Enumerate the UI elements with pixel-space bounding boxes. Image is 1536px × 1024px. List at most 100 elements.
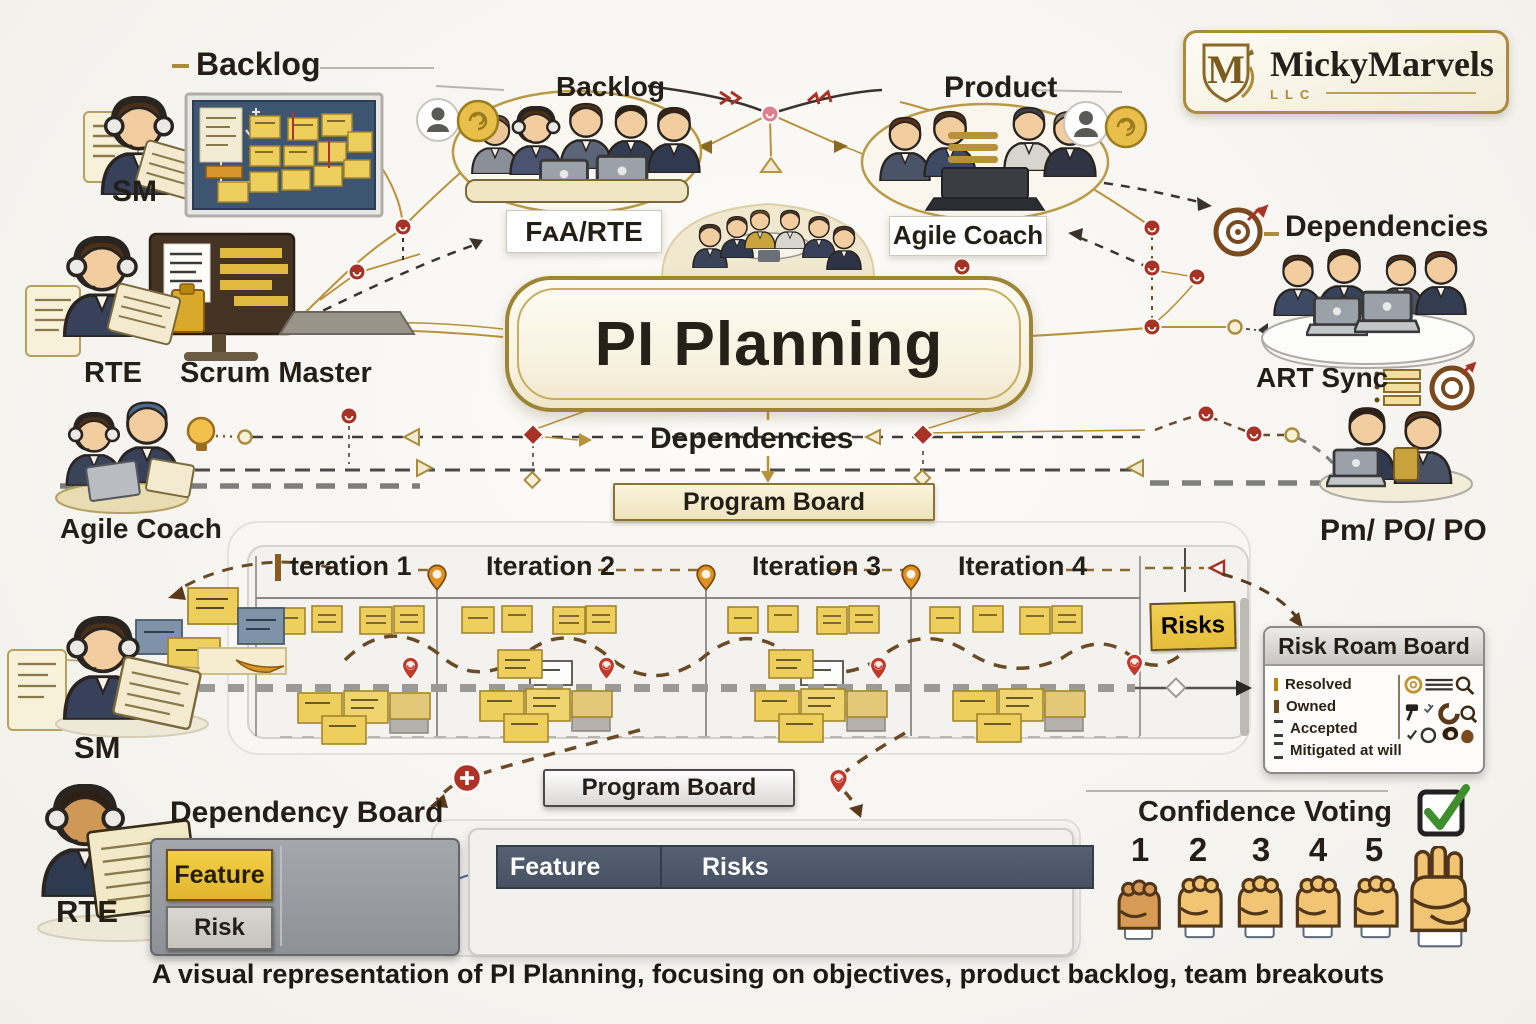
resolved-icon [1274, 677, 1278, 691]
heading-confidence-voting: Confidence Voting [1138, 796, 1393, 828]
vote-number-2: 2 [1188, 831, 1208, 868]
plus-node [451, 762, 483, 794]
confidence-hands [1117, 846, 1471, 948]
target-icon [1429, 361, 1477, 411]
iteration1-bar [275, 554, 281, 581]
arrowhead [1289, 612, 1303, 628]
label-art-sync: ART Sync [1256, 362, 1389, 393]
gold-arrow [834, 140, 848, 153]
vote-number-3: 3 [1251, 831, 1271, 868]
gold-triangle [863, 428, 881, 446]
label-agile-coach-top: Agile Coach [889, 216, 1047, 256]
risk-roam-board-title: Risk Roam Board [1265, 628, 1483, 666]
risk-item-accepted: Accepted [1274, 717, 1396, 739]
red-chevron [719, 90, 743, 106]
iteration-1-label: teration 1 [290, 551, 412, 581]
page-title: PI Planning [594, 309, 944, 379]
program-board-bottom-bar: Program Board [543, 769, 795, 807]
arrowhead [469, 238, 483, 250]
red-diamond-node [910, 422, 936, 447]
panel-risks-strip: Risks [660, 845, 1094, 889]
logo: M MickyMarvels LLC [1183, 30, 1509, 114]
logo-name: MickyMarvels [1270, 43, 1494, 84]
mid-note-pairs [497, 649, 844, 686]
heading-backlog-center: Backlog [556, 71, 665, 102]
depboard-divider [280, 846, 282, 946]
caption: A visual representation of PI Planning, … [151, 959, 1385, 989]
heading-rules [320, 67, 1388, 792]
gold-triangle [759, 156, 783, 173]
gold-arrow [698, 140, 712, 154]
dependency-feature-card: Feature [166, 849, 273, 901]
pm-po-illustration [1319, 406, 1473, 503]
red-chevron [807, 89, 833, 105]
meeting-table-illustration [660, 202, 876, 279]
connector-network-middle [60, 404, 1337, 489]
track-arrowhead [1236, 680, 1252, 696]
track-diamond [1165, 677, 1187, 699]
vote-number-4: 4 [1308, 831, 1328, 868]
backlog-dash [172, 64, 189, 68]
list-icon [1374, 369, 1421, 406]
heading-dependencies-center: Dependencies [650, 422, 854, 455]
bottom-program-panel: Feature Risks [468, 828, 1094, 956]
check-square-icon [1417, 784, 1470, 837]
heading-backlog-left: Backlog [196, 46, 321, 82]
accepted-icon [1274, 719, 1283, 737]
red-triangle [1207, 558, 1226, 578]
heading-dependencies-right: Dependencies [1285, 210, 1489, 243]
risk-roam-list: Resolved Owned Accepted Mitigated at wil… [1274, 673, 1402, 761]
gold-diamond [913, 468, 932, 488]
risk-item-mitigated: Mitigated at will [1274, 739, 1464, 761]
team-breakout-illustration [416, 89, 703, 215]
risk-roam-board: Risk Roam Board Resolved Owned Accepted … [1263, 626, 1485, 774]
heading-product: Product [944, 71, 1058, 104]
scatter-notes [33, 560, 333, 675]
heading-dependency-board: Dependency Board [170, 796, 444, 829]
risk-roam-divider [1398, 675, 1400, 739]
art-sync-icons [1374, 361, 1477, 411]
product-team-illustration [860, 101, 1148, 222]
dependencies-target-icon [1213, 204, 1269, 257]
iteration-3-label: Iteration 3 [752, 551, 882, 581]
vote-number-1: 1 [1130, 831, 1150, 868]
dependency-risk-card: Risk [166, 906, 273, 950]
agile-coach-pair-illustration [55, 401, 216, 514]
gold-triangle [1125, 458, 1144, 478]
dependency-board: Feature Risk [150, 838, 460, 956]
label-scrum-master: Scrum Master [180, 357, 372, 389]
rte-scrum-master-illustration [25, 232, 416, 361]
red-diamond-node [520, 422, 546, 447]
svg-text:M: M [1207, 47, 1245, 92]
gold-arrowhead [761, 471, 775, 483]
label-rte-left: RTE [84, 357, 142, 389]
pi-planning-banner: PI Planning [505, 276, 1033, 412]
lower-sticky-clusters [297, 688, 1086, 745]
label-pm-po: Pm/ PO/ PO [1320, 514, 1487, 547]
arrowhead [849, 804, 863, 818]
gold-diamond [523, 470, 542, 490]
arrowhead [430, 794, 448, 808]
arrowhead [1068, 228, 1083, 241]
arrowhead [1197, 197, 1212, 211]
label-agile-coach-left: Agile Coach [60, 513, 222, 544]
dependencies-dash [1264, 232, 1279, 236]
sm-reviewer-illustration [7, 619, 209, 738]
risk-item-resolved: Resolved [1274, 673, 1396, 695]
iteration-sticky-notes [271, 605, 1083, 635]
gold-triangle [416, 458, 435, 478]
backlog-board-illustration [184, 92, 384, 218]
vote-number-5: 5 [1364, 831, 1384, 868]
iteration-2-label: Iteration 2 [486, 551, 616, 581]
owned-icon [1274, 699, 1279, 713]
gold-arrowhead [579, 433, 592, 447]
hammer-icon [1405, 704, 1418, 721]
risk-item-owned: Owned [1274, 695, 1396, 717]
risks-sticky-note: Risks [1149, 600, 1237, 652]
gold-triangle [401, 427, 420, 447]
logo-rule [1326, 92, 1477, 94]
logo-sub: LLC [1270, 86, 1317, 102]
logo-shield-icon: M [1202, 43, 1255, 103]
iteration-board [170, 545, 1252, 745]
